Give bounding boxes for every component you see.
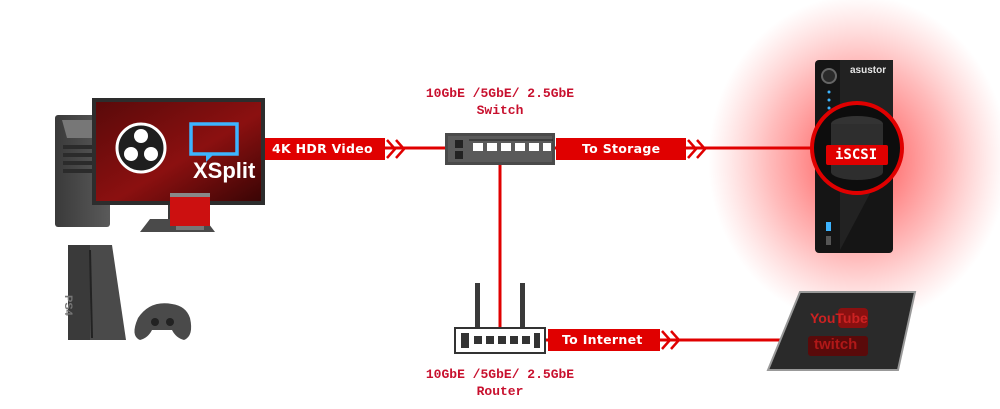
iscsi-disk-icon	[810, 101, 904, 195]
video-link-tag	[265, 138, 406, 160]
ps4-label: PS4	[62, 295, 74, 316]
internet-link-tag	[548, 329, 681, 351]
youtube-logo: YouTube	[810, 310, 868, 326]
switch-caption-line1: 10GbE /5GbE/ 2.5GbE	[425, 86, 575, 101]
video-link-label: 4K HDR Video	[272, 141, 373, 156]
switch-caption-line2: Switch	[476, 103, 524, 118]
switch-caption: 10GbE /5GbE/ 2.5GbE Switch	[380, 85, 620, 119]
storage-link-tag	[556, 138, 707, 160]
capture-card-icon	[170, 193, 210, 230]
streaming-panel	[766, 291, 917, 371]
twitch-logo: twitch	[814, 336, 858, 353]
switch-icon	[445, 133, 555, 165]
gamepad-icon	[134, 303, 192, 340]
router-caption-line1: 10GbE /5GbE/ 2.5GbE	[425, 367, 575, 382]
xsplit-text: XSplit	[193, 158, 256, 183]
ps4-console-icon	[68, 245, 126, 340]
router-icon	[454, 283, 546, 354]
xsplit-logo-icon	[189, 122, 239, 162]
router-caption: 10GbE /5GbE/ 2.5GbE Router	[380, 366, 620, 400]
storage-link-label: To Storage	[582, 141, 661, 156]
nas-brand-label: asustor	[850, 65, 887, 76]
iscsi-label: iSCSI	[835, 147, 878, 163]
router-caption-line2: Router	[476, 384, 524, 399]
obs-logo-icon	[115, 122, 167, 174]
internet-link-label: To Internet	[562, 332, 643, 347]
